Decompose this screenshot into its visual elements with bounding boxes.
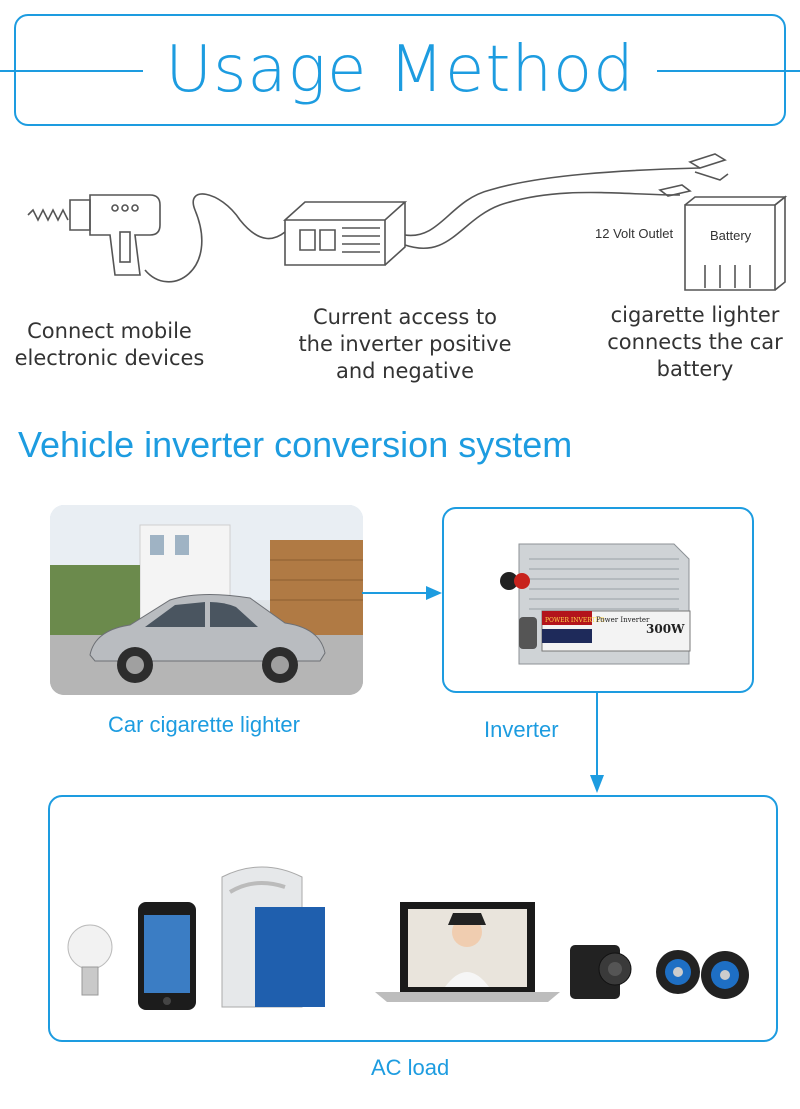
load-label: AC load xyxy=(371,1055,450,1080)
inverter-frame: POWER INVERTER Power Inverter 300W xyxy=(442,507,754,693)
outlet-label: 12 Volt Outlet xyxy=(595,226,673,241)
caption-inverter: Current access to the inverter positive … xyxy=(298,305,512,383)
header-rule-left xyxy=(0,70,170,72)
drill-chuck-icon xyxy=(69,199,91,231)
source-label: Car cigarette lighter xyxy=(108,712,300,737)
arrow-down-icon xyxy=(590,693,604,793)
load-devices xyxy=(67,866,749,1010)
svg-text:300W: 300W xyxy=(646,622,685,636)
laptop-icon xyxy=(375,902,560,1002)
header-rule-right xyxy=(630,70,800,72)
usage-diagram: 12 Volt Outlet Battery xyxy=(27,153,788,291)
inverter-image: POWER INVERTER Power Inverter 300W xyxy=(500,543,691,665)
speaker-icon xyxy=(656,950,749,999)
page-title: Usage Method xyxy=(0,30,800,110)
light-bulb-icon xyxy=(67,924,113,996)
car-photo xyxy=(50,505,363,695)
drill-bit-icon xyxy=(27,208,69,222)
arrow-right-icon xyxy=(362,586,442,600)
dash-camera-icon xyxy=(570,945,632,999)
caption-battery: cigarette lighter connects the car batte… xyxy=(607,303,783,381)
smartphone-icon xyxy=(138,902,196,1010)
section-title: Vehicle inverter conversion system xyxy=(18,424,573,465)
battery-label: Battery xyxy=(710,228,752,243)
caption-devices: Connect mobile electronic devices xyxy=(14,319,205,370)
svg-text:Power Inverter: Power Inverter xyxy=(596,616,650,624)
drill-body-icon xyxy=(89,194,161,276)
car-fridge-icon xyxy=(221,866,325,1008)
svg-text:POWER INVERTER: POWER INVERTER xyxy=(545,617,605,624)
load-frame xyxy=(48,795,778,1042)
inverter-label: Inverter xyxy=(484,717,559,742)
